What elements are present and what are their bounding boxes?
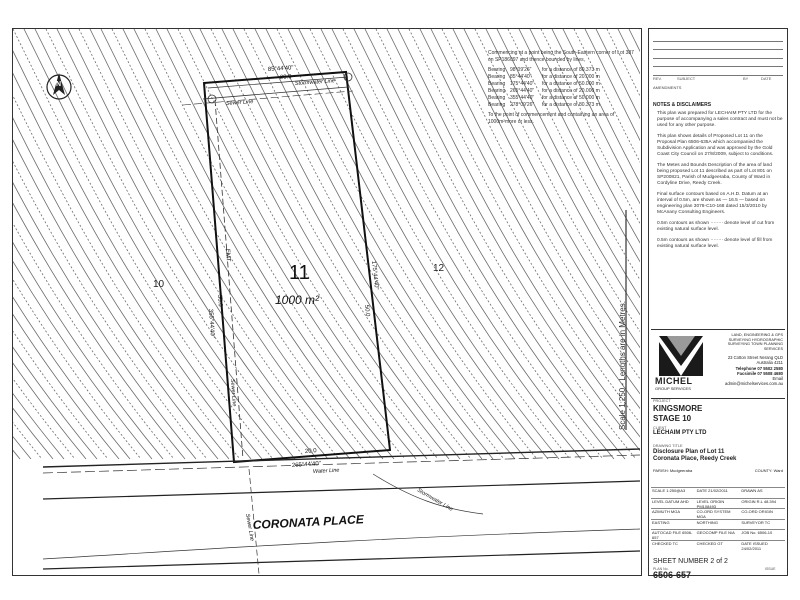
stormwater-top-label: Stormwater Line: [295, 78, 335, 87]
stormwater-bottom-label: Stormwater Line: [416, 488, 454, 513]
firm-sub: GROUP SERVICES: [655, 386, 691, 391]
drawing-title-label: DRAWING TITLE: [653, 443, 683, 448]
amendments-label: AMENDMENTS: [653, 85, 682, 90]
drawing-title-2: Coronata Place, Reedy Creek: [653, 456, 737, 463]
note-4: Final surface contours based on A.H.D. D…: [657, 192, 768, 216]
left-distance: 50.0: [216, 295, 223, 308]
bottom-distance: 20.0: [305, 448, 318, 455]
street-name: CORONATA PLACE: [252, 512, 365, 532]
bottom-bearing: 265°44'40": [292, 461, 321, 469]
metes-bounds-description: Commencing at a point being the South-Ea…: [488, 50, 638, 126]
sewer-mid-label: Sewer Line: [229, 379, 237, 407]
description-intro: Commencing at a point being the South-Ea…: [488, 50, 634, 63]
right-distance: 50.0: [363, 305, 370, 318]
lot-area: 1000 m²: [275, 293, 320, 307]
north-arrow: N: [46, 73, 72, 100]
firm-brand: MICHEL: [655, 376, 693, 386]
plan-frame: N 11 1000 m² 10 12 85°44'4: [12, 28, 642, 576]
lot-number: 11: [289, 262, 310, 284]
top-distance: 20.0: [280, 74, 293, 81]
note-5: 0.5m contours as shown ········ denote l…: [657, 221, 775, 232]
sewer-top-label: Sewer Line: [226, 99, 254, 107]
firm-address: 23 Cotton Street Nerang QLD Australia 42…: [724, 355, 783, 387]
project-name: KINGSMORE: [653, 403, 703, 413]
plan-label: PLAN No.: [653, 567, 669, 571]
note-6: 0.5m contours as shown ········ denote l…: [657, 237, 773, 249]
county: COUNTY: Ward: [754, 467, 783, 473]
note-3: The Metes and Bounds Description of the …: [657, 163, 772, 187]
rev-col-date: DATE: [761, 75, 772, 81]
right-bearing: 175°44'40": [370, 261, 379, 291]
project-label: PROJECT: [653, 399, 671, 403]
revision-table: REV. SUBJECT BY DATE: [653, 33, 783, 81]
michel-logo: [659, 336, 703, 376]
description-closing: To the point of commencement and contain…: [488, 112, 615, 125]
water-line-label: Water Line: [313, 468, 340, 475]
rev-col-by: BY: [743, 75, 749, 81]
lot-12-label: 12: [433, 263, 445, 274]
top-bearing: 85°44'40": [268, 65, 294, 73]
notes-title: NOTES & DISCLAIMERS: [653, 102, 712, 108]
lot-10-label: 10: [153, 279, 165, 290]
drawing-title-1: Disclosure Plan of Lot 11: [653, 448, 725, 455]
note-1: This plan was prepared for LECHAIM PTY L…: [657, 111, 783, 129]
project-stage: STAGE 10: [653, 413, 692, 423]
scale-bar: [625, 210, 627, 430]
north-label: N: [56, 81, 61, 88]
left-bearing: 355°44'40": [207, 309, 215, 338]
client-name: LECHAIM PTY LTD: [653, 430, 707, 437]
title-block: REV. SUBJECT BY DATE AMENDMENTS NOTES & …: [648, 28, 788, 580]
firm-block: MICHEL GROUP SERVICES LAND, ENGINEERING …: [651, 329, 785, 399]
rev-col-rev: REV.: [653, 75, 662, 81]
issue-label: ISSUE: [765, 567, 776, 571]
plan-number: 6506-657: [653, 570, 692, 580]
client-label: CLIENT: [653, 425, 667, 430]
notes-disclaimers: NOTES & DISCLAIMERS This plan was prepar…: [653, 102, 783, 255]
sheet-number: SHEET NUMBER 2 of 2: [653, 558, 728, 565]
firm-services: LAND, ENGINEERING & GPS SURVEYING HYDROG…: [727, 333, 783, 352]
note-2: This plan shows details of Proposed Lot …: [657, 134, 774, 158]
contour-lines: [13, 29, 640, 460]
sewer-bottom-label: Sewer Line: [244, 513, 255, 541]
lot-11-boundary: [202, 70, 392, 464]
project-info: PROJECT KINGSMORE STAGE 10 CLIENT LECHAI…: [653, 399, 783, 473]
plan-drawing: N 11 1000 m² 10 12 85°44'4: [13, 29, 640, 574]
easement-label: EMT: [224, 249, 231, 262]
parish: PARISH: Mudgeeraba: [653, 467, 693, 473]
rev-col-subject: SUBJECT: [677, 75, 696, 81]
